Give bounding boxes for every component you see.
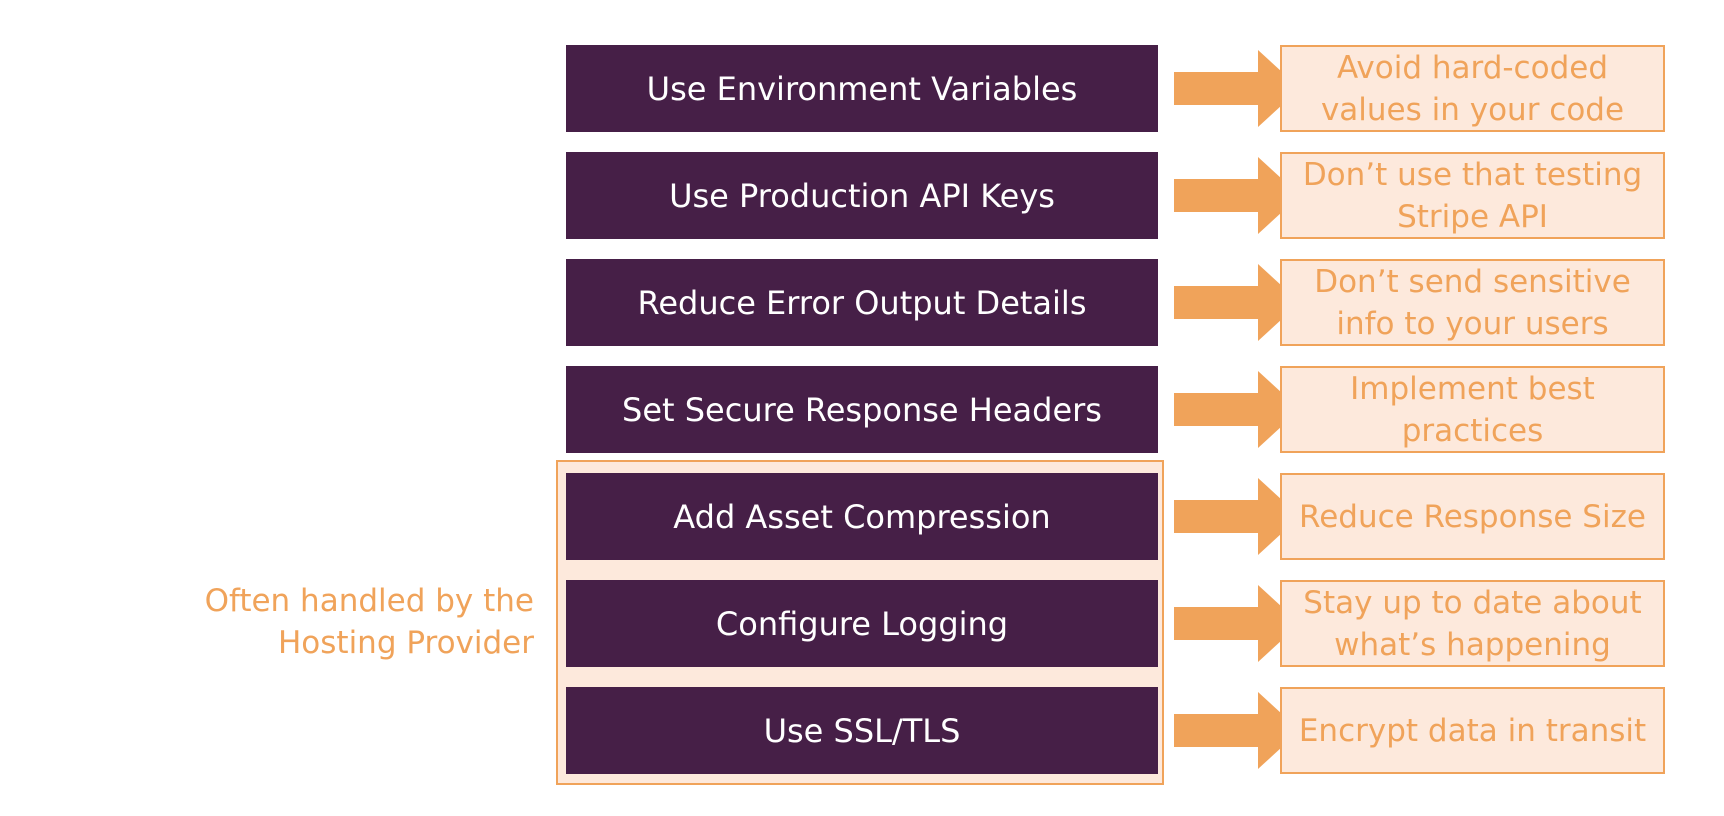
practice-box: Set Secure Response Headers	[566, 366, 1158, 453]
row-error-output-details: Reduce Error Output Details Don’t send s…	[0, 259, 1724, 346]
arrow-right-icon	[1174, 585, 1300, 662]
result-box: Don’t use that testing Stripe API	[1280, 152, 1665, 239]
arrow-right-icon	[1174, 50, 1300, 127]
arrow-right-icon	[1174, 157, 1300, 234]
row-ssl-tls: Use SSL/TLS Encrypt data in transit	[0, 687, 1724, 774]
row-configure-logging: Configure Logging Stay up to date about …	[0, 580, 1724, 667]
result-box: Implement best practices	[1280, 366, 1665, 453]
arrow-right-icon	[1174, 692, 1300, 769]
practice-box: Use Environment Variables	[566, 45, 1158, 132]
practice-box: Add Asset Compression	[566, 473, 1158, 560]
practice-box: Reduce Error Output Details	[566, 259, 1158, 346]
result-box: Avoid hard-coded values in your code	[1280, 45, 1665, 132]
hosting-provider-note-line-1: Often handled by the	[204, 583, 534, 619]
result-box: Don’t send sensitive info to your users	[1280, 259, 1665, 346]
practice-box: Use Production API Keys	[566, 152, 1158, 239]
row-secure-response-headers: Set Secure Response Headers Implement be…	[0, 366, 1724, 453]
hosting-provider-note: Often handled by the Hosting Provider	[150, 580, 534, 664]
result-box: Stay up to date about what’s happening	[1280, 580, 1665, 667]
practice-box: Use SSL/TLS	[566, 687, 1158, 774]
arrow-right-icon	[1174, 264, 1300, 341]
row-environment-variables: Use Environment Variables Avoid hard-cod…	[0, 45, 1724, 132]
row-production-api-keys: Use Production API Keys Don’t use that t…	[0, 152, 1724, 239]
hosting-provider-note-line-2: Hosting Provider	[277, 625, 534, 661]
practice-box: Configure Logging	[566, 580, 1158, 667]
result-box: Reduce Response Size	[1280, 473, 1665, 560]
result-box: Encrypt data in transit	[1280, 687, 1665, 774]
row-asset-compression: Add Asset Compression Reduce Response Si…	[0, 473, 1724, 560]
arrow-right-icon	[1174, 478, 1300, 555]
arrow-right-icon	[1174, 371, 1300, 448]
